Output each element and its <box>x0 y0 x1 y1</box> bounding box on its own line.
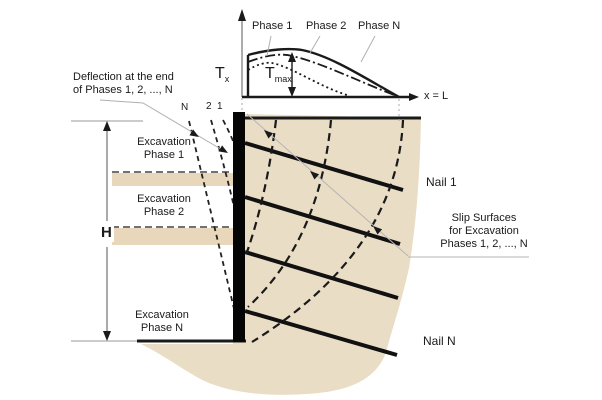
nailn-label: Nail N <box>423 334 456 348</box>
slip-surfaces-label: Slip Surfaces for Excavation Phases 1, 2… <box>440 212 528 251</box>
tmax-arrow-down-icon <box>288 87 296 97</box>
slip-leader-arrow3-icon <box>373 226 383 235</box>
chart-phasen-label: Phase N <box>358 20 401 32</box>
slip-leader-arrow2-icon <box>310 171 320 180</box>
nail1-label: Nail 1 <box>426 175 457 189</box>
soil-mass <box>141 114 421 395</box>
tmax-arrow-up-icon <box>288 52 296 62</box>
deflection-curve-2-label: 2 <box>206 101 212 112</box>
nail-3-line <box>244 250 399 300</box>
slip-surface-2 <box>247 119 333 308</box>
chart-phase2-label: Phase 2 <box>306 20 347 32</box>
x-equals-l-label: x = L <box>424 90 449 102</box>
phase2-leader-line <box>309 35 321 54</box>
tension-curve-phase-1 <box>247 61 348 96</box>
deflection-label: Deflection at the end of Phases 1, 2, ..… <box>73 71 174 97</box>
h-arrow-down-icon <box>103 331 111 341</box>
phase1-leader-line <box>266 35 272 57</box>
slip-leader-arrow1-icon <box>264 130 274 139</box>
wall-facing <box>233 112 245 342</box>
phasen-leader-line <box>360 35 376 63</box>
deflection-curve-1-label: 1 <box>217 101 223 112</box>
deflection-curve-n-label: N <box>181 102 189 113</box>
excavation-phase1-label: Excavation Phase 1 <box>137 136 191 162</box>
chart-x-axis-arrow-icon <box>409 93 419 101</box>
excavation-strip-phase2 <box>112 228 233 245</box>
excavation-phase2-label: Excavation Phase 2 <box>137 193 191 219</box>
deflection-leader-arrow2-icon <box>218 145 228 153</box>
nail-n-line <box>244 309 398 357</box>
tx-label: Tx <box>215 65 230 85</box>
slip-surface-1 <box>244 119 278 256</box>
chart-y-axis-arrow-icon <box>238 9 246 21</box>
deflection-leader-arrow1-icon <box>189 129 199 137</box>
excavation-strip-phase1 <box>112 173 233 186</box>
h-dimension-label: H <box>99 224 114 242</box>
tmax-label: Tmax <box>265 65 292 85</box>
tension-curve-phase-2 <box>247 53 398 97</box>
tension-curve-phase-n <box>247 47 400 99</box>
excavation-phasen-label: Excavation Phase N <box>135 309 189 335</box>
nail-2-line <box>244 195 401 246</box>
slip-leader-line <box>246 113 409 257</box>
slip-surface-n <box>251 119 405 343</box>
chart-phase1-label: Phase 1 <box>252 20 293 32</box>
h-arrow-up-icon <box>103 121 111 131</box>
